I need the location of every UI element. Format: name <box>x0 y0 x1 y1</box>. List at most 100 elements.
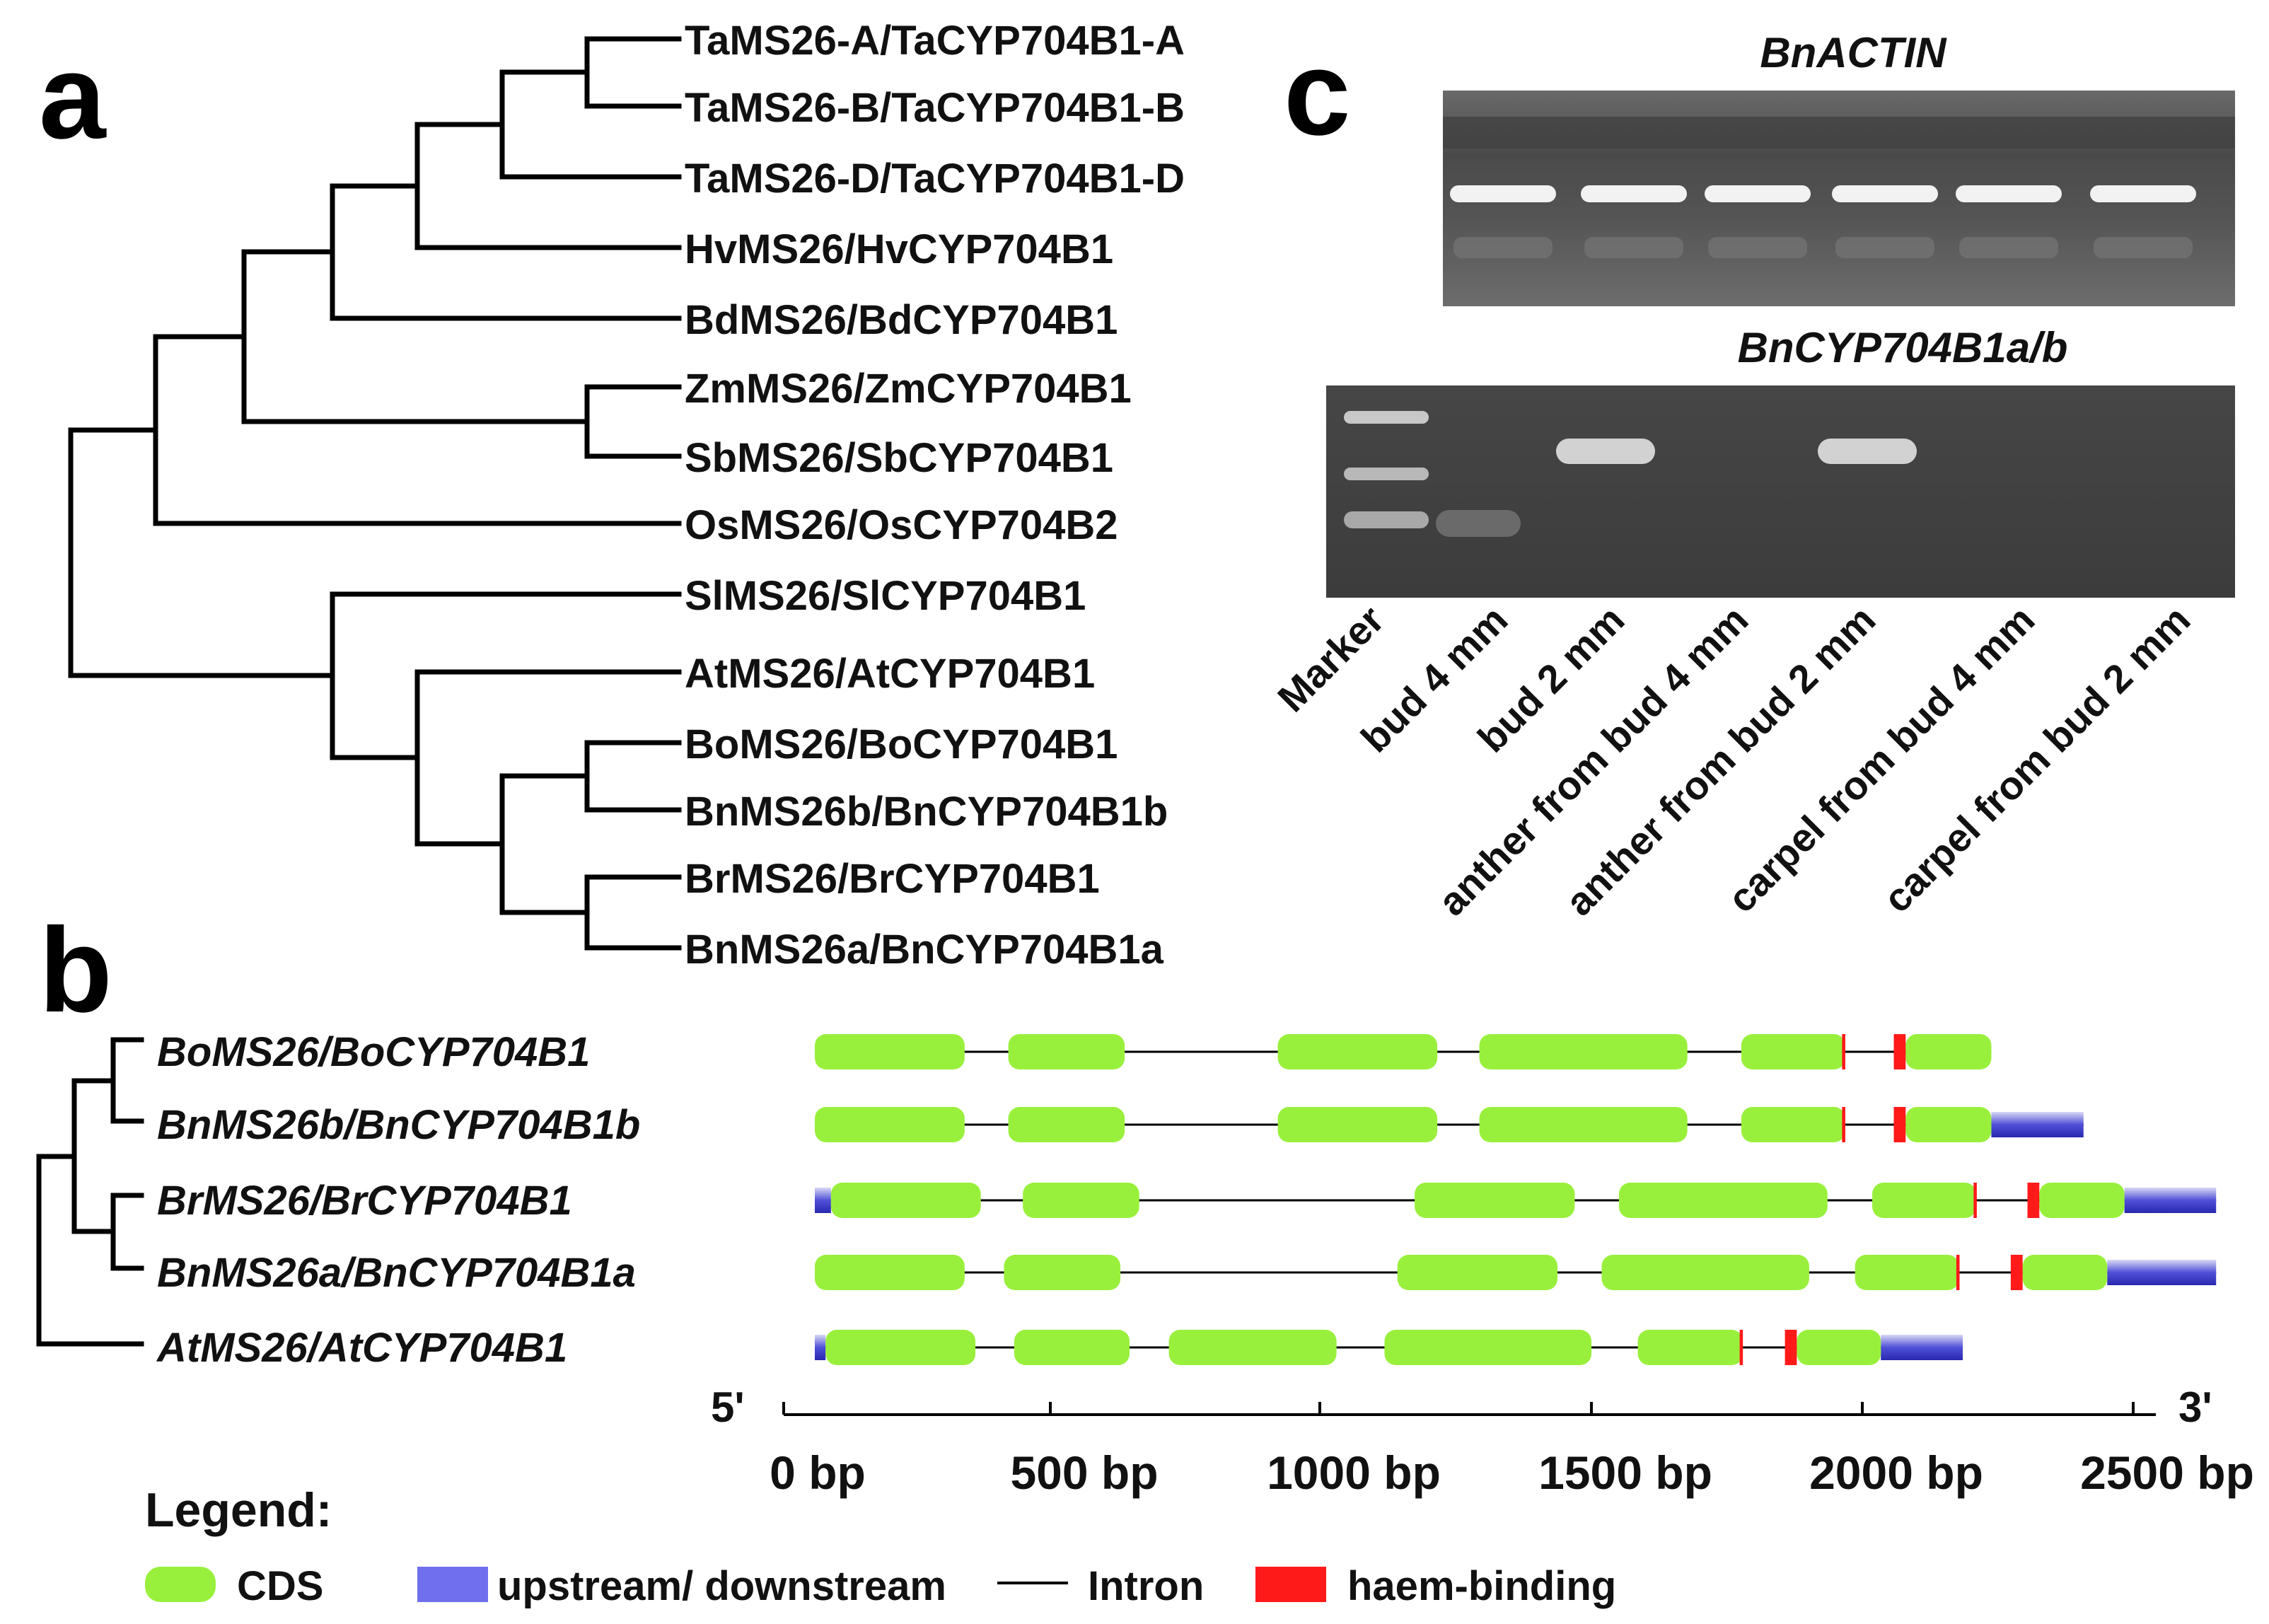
cds-exon <box>1384 1330 1592 1365</box>
gene-structures <box>815 1034 2217 1365</box>
cds-exon <box>1905 1034 1992 1069</box>
gene-structure-tree: BoMS26/BoCYP704B1BnMS26b/BnCYP704B1bBrMS… <box>36 1029 640 1371</box>
gene-label: BoMS26/BoCYP704B1 <box>157 1029 590 1075</box>
gel-band <box>1556 439 1655 464</box>
cds-exon <box>1479 1107 1688 1142</box>
cds-exon <box>2022 1255 2108 1290</box>
tree-branches <box>68 36 682 951</box>
panel-label-b: b <box>39 903 112 1038</box>
gel-band <box>1705 185 1811 202</box>
cds-exon <box>825 1330 976 1365</box>
legend-utr-label: upstream/ downstream <box>497 1563 946 1609</box>
gel-band <box>1581 185 1687 202</box>
cds-exon <box>1008 1034 1125 1069</box>
gene-structure-row <box>815 1255 2217 1290</box>
haem-binding-site <box>1842 1034 1845 1069</box>
gel-band <box>1344 511 1429 528</box>
gene-structure-row <box>815 1034 1992 1069</box>
tree-leaf-label: OsMS26/OsCYP704B2 <box>685 502 1118 548</box>
utr-segment <box>2124 1188 2217 1213</box>
gene-label: BnMS26b/BnCYP704B1b <box>157 1102 640 1148</box>
legend-intron-label: Intron <box>1088 1563 1204 1609</box>
gel-band <box>2090 185 2196 202</box>
cds-exon <box>815 1107 965 1142</box>
cds-exon <box>1741 1034 1845 1069</box>
haem-binding-site <box>1973 1183 1977 1218</box>
cds-exon <box>1618 1183 1828 1218</box>
gel-band <box>1344 411 1429 424</box>
cds-exon <box>1479 1034 1688 1069</box>
phylogenetic-tree: TaMS26-A/TaCYP704B1-A TaMS26-B/TaCYP704B1… <box>68 18 1185 973</box>
haem-binding-site <box>2010 1255 2023 1290</box>
cds-exon <box>1168 1330 1337 1365</box>
panel-label-c: c <box>1284 26 1351 161</box>
cds-exon <box>1601 1255 1809 1290</box>
axis-tick-label: 2000 bp <box>1809 1446 1983 1499</box>
tree-leaf-label: AtMS26/AtCYP704B1 <box>685 651 1095 697</box>
gel-smear <box>1959 237 2058 258</box>
tree-leaf-label: TaMS26-B/TaCYP704B1-B <box>685 85 1185 131</box>
cds-exon <box>1797 1330 1881 1365</box>
haem-binding-site <box>1893 1034 1906 1069</box>
cds-exon <box>830 1183 981 1218</box>
haem-binding-site <box>1842 1107 1845 1142</box>
cds-exon <box>1277 1034 1438 1069</box>
axis-tick-label: 500 bp <box>1010 1446 1158 1499</box>
cds-exon <box>2039 1183 2125 1218</box>
utr-segment <box>815 1188 831 1213</box>
haem-binding-site <box>1893 1107 1906 1142</box>
cds-exon <box>1277 1107 1438 1142</box>
utr-segment <box>1991 1112 2084 1137</box>
legend-cds-label: CDS <box>237 1563 323 1609</box>
gel-bottom-image <box>1326 385 2235 598</box>
gene-structure-row <box>815 1330 1963 1365</box>
haem-binding-site <box>2027 1183 2040 1218</box>
legend: Legend: CDS upstream/ downstream Intron … <box>145 1483 1616 1609</box>
tree-leaf-label: BoMS26/BoCYP704B1 <box>685 721 1118 767</box>
tree-leaf-label: BnMS26a/BnCYP704B1a <box>685 927 1164 973</box>
cds-exon <box>1905 1107 1992 1142</box>
cds-exon <box>1023 1183 1139 1218</box>
axis-tick-label: 0 bp <box>770 1446 866 1499</box>
gel-top-title: BnACTIN <box>1760 29 1947 76</box>
cds-exon <box>815 1255 965 1290</box>
gel-smear <box>1453 237 1553 258</box>
lane-label: carpel from bud 4 mm <box>1719 597 2043 921</box>
utr-segment <box>815 1335 826 1360</box>
axis-tick-label: 1500 bp <box>1538 1446 1712 1499</box>
cds-exon <box>1014 1330 1130 1365</box>
haem-binding-site <box>1956 1255 1960 1290</box>
tree-leaf-label: BdMS26/BdCYP704B1 <box>685 297 1118 343</box>
tree-leaf-label: TaMS26-A/TaCYP704B1-A <box>685 18 1185 64</box>
legend-cds-swatch <box>145 1567 216 1602</box>
cds-exon <box>1637 1330 1743 1365</box>
legend-title: Legend: <box>145 1483 332 1537</box>
tree-leaf-label: BrMS26/BrCYP704B1 <box>685 856 1100 902</box>
gel-smear <box>1835 237 1934 258</box>
cds-exon <box>1855 1255 1959 1290</box>
gene-label: BnMS26a/BnCYP704B1a <box>157 1250 636 1296</box>
tree-leaf-label: TaMS26-D/TaCYP704B1-D <box>685 156 1185 202</box>
haem-binding-site <box>1785 1330 1797 1365</box>
gel-smear <box>1708 237 1807 258</box>
legend-haem-label: haem-binding <box>1347 1563 1616 1609</box>
tree-leaf-label: SlMS26/SlCYP704B1 <box>685 573 1086 619</box>
gel-band <box>1956 185 2062 202</box>
gel-band <box>1436 510 1521 537</box>
gel-band <box>1832 185 1938 202</box>
cds-exon <box>1397 1255 1558 1290</box>
tree-b-branches <box>36 1037 144 1347</box>
tree-leaf-label: ZmMS26/ZmCYP704B1 <box>685 366 1132 412</box>
haem-binding-site <box>1739 1330 1743 1365</box>
gel-bottom-title: BnCYP704B1a/b <box>1738 324 2068 371</box>
gel-smear <box>1584 237 1683 258</box>
axis-tick-label: 1000 bp <box>1267 1446 1441 1499</box>
five-prime-label: 5' <box>711 1384 745 1431</box>
gel-band <box>1344 468 1429 480</box>
gel-band <box>1450 185 1556 202</box>
utr-segment <box>1881 1335 1963 1360</box>
three-prime-label: 3' <box>2178 1384 2212 1431</box>
